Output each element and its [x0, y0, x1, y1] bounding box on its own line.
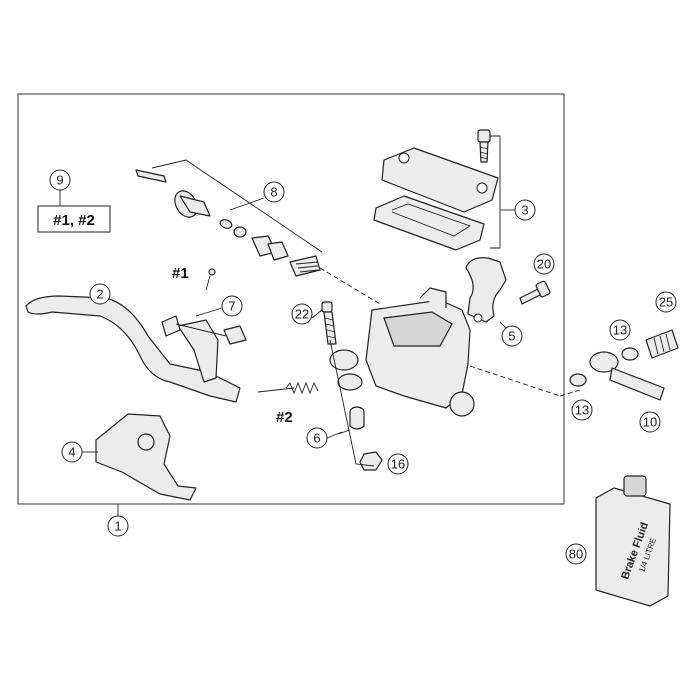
svg-text:6: 6	[313, 431, 320, 446]
callout-16: 16	[387, 453, 409, 475]
svg-text:8: 8	[270, 185, 277, 200]
callout-80: 80	[565, 543, 587, 565]
callout-1: 1	[107, 515, 129, 537]
master-cylinder-body	[329, 287, 475, 417]
callout-7: 7	[221, 295, 243, 317]
nut-16	[359, 451, 383, 471]
callout-13a: 13	[609, 319, 631, 341]
reservoir-lid	[381, 147, 499, 213]
svg-text:20: 20	[537, 257, 551, 272]
svg-text:13: 13	[575, 403, 589, 418]
callout-4: 4	[61, 441, 83, 463]
return-spring	[257, 381, 319, 395]
marker-2: #2	[276, 409, 293, 426]
pivot-screw	[205, 268, 216, 291]
banjo-bolt	[645, 329, 679, 359]
kit-label-box	[37, 205, 111, 233]
svg-text:4: 4	[68, 445, 75, 460]
axis-piston	[319, 267, 381, 305]
callout-8: 8	[263, 181, 285, 203]
bolt-20	[519, 280, 551, 305]
callout-9: 9	[49, 169, 71, 191]
callout-10: 10	[639, 411, 661, 433]
brake-fluid-bottle: Brake Fluid 1/4 LITRE	[595, 475, 671, 607]
svg-text:16: 16	[391, 457, 405, 472]
svg-text:7: 7	[228, 299, 235, 314]
bushing-6	[349, 406, 365, 430]
callout-25: 25	[655, 291, 677, 313]
kit-label: #1, #2	[53, 212, 95, 229]
svg-text:25: 25	[659, 295, 673, 310]
assembly-frame	[17, 93, 565, 505]
brake-lever	[25, 295, 241, 403]
callout-20: 20	[533, 253, 555, 275]
lever-cover	[95, 413, 197, 501]
callout-5: 5	[501, 325, 523, 347]
brake-hose	[569, 347, 665, 401]
diaphragm	[373, 195, 485, 251]
svg-text:80: 80	[569, 547, 583, 562]
svg-text:9: 9	[56, 173, 63, 188]
marker-1: #1	[172, 265, 189, 282]
axis-banjo	[469, 365, 561, 397]
screw-22	[321, 301, 337, 345]
svg-text:2: 2	[96, 287, 103, 302]
svg-text:10: 10	[643, 415, 657, 430]
callout-13b: 13	[571, 399, 593, 421]
piston-kit	[135, 169, 321, 277]
svg-text:5: 5	[508, 329, 515, 344]
svg-text:22: 22	[295, 307, 309, 322]
svg-text:1: 1	[114, 519, 121, 534]
adjuster-knob	[161, 315, 247, 345]
handlebar-clamp	[465, 257, 507, 323]
svg-text:13: 13	[613, 323, 627, 338]
callout-6: 6	[306, 427, 328, 449]
axis-hose	[559, 389, 581, 397]
lid-screw	[477, 129, 491, 163]
svg-text:3: 3	[521, 203, 528, 218]
callout-3: 3	[514, 199, 536, 221]
callout-2: 2	[89, 283, 111, 305]
callout-22: 22	[291, 303, 313, 325]
